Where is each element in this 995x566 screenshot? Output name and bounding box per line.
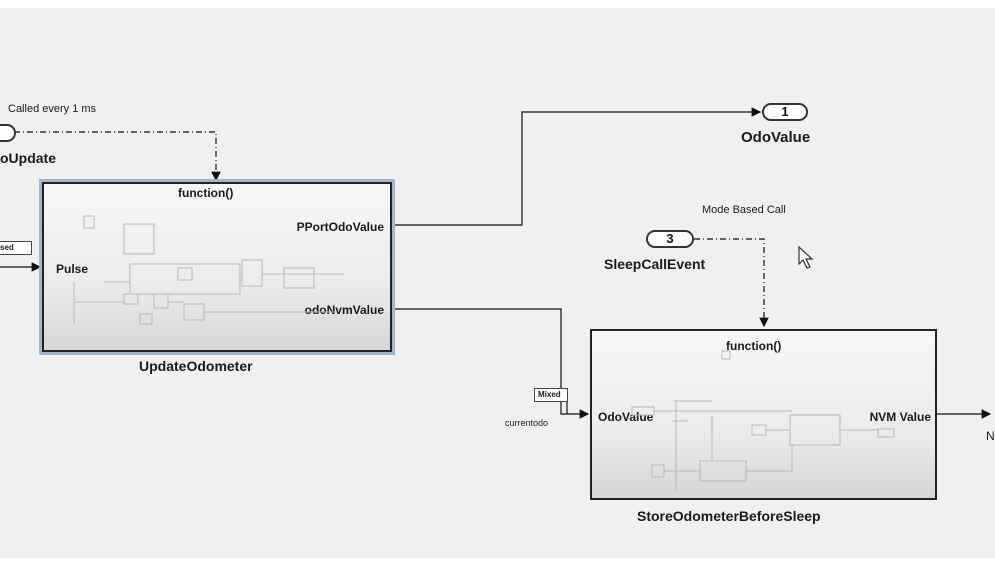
store-odometer-block[interactable]: function() OdoValue NVM Value <box>590 329 937 500</box>
mouse-cursor-icon <box>798 246 814 269</box>
store-out-port-nvmvalue: NVM Value <box>869 410 931 424</box>
signal-lines <box>0 107 992 419</box>
odonvmvalue-signal-line[interactable] <box>392 308 590 419</box>
mixed-data-tag[interactable]: Mixed <box>534 388 568 402</box>
update-odometer-block[interactable]: function() Pulse PPortOdoValue odoNvmVal… <box>42 182 392 352</box>
outport-1[interactable]: 1 <box>762 103 808 121</box>
update-odometer-name[interactable]: UpdateOdometer <box>139 358 253 374</box>
annotation-called-every: Called every 1 ms <box>8 103 97 115</box>
model-canvas[interactable]: Called every 1 ms Mode Based Call oUpdat… <box>0 8 995 558</box>
store-odometer-name[interactable]: StoreOdometerBeforeSleep <box>637 508 821 524</box>
update-out-port-odovalue: PPortOdoValue <box>296 220 384 234</box>
store-mask-preview <box>631 350 895 491</box>
update-mask-preview <box>73 215 344 325</box>
inport-label-sleepcallevent: SleepCallEvent <box>604 256 706 272</box>
store-trigger-port: function() <box>726 339 782 353</box>
update-out-port-nvmvalue: odoNvmValue <box>304 303 384 317</box>
annotation-mode-based-call: Mode Based Call <box>702 204 786 216</box>
store-in-port-odovalue: OdoValue <box>598 410 654 424</box>
odovalue-signal-line[interactable] <box>392 107 762 226</box>
inport-3[interactable]: 3 <box>646 230 694 248</box>
trigger-line-store[interactable] <box>694 238 769 328</box>
currentodo-label: currentodo <box>505 418 549 428</box>
update-trigger-port: function() <box>178 186 234 200</box>
function-call-inport[interactable] <box>0 124 16 142</box>
update-in-port-pulse: Pulse <box>56 262 89 276</box>
trigger-line-update[interactable] <box>14 131 221 182</box>
outport-label-partial: N <box>986 429 995 443</box>
goto-tag-left[interactable]: sed <box>0 241 32 255</box>
inport-label-update: oUpdate <box>0 150 56 166</box>
outport-label-odovalue: OdoValue <box>741 129 811 146</box>
